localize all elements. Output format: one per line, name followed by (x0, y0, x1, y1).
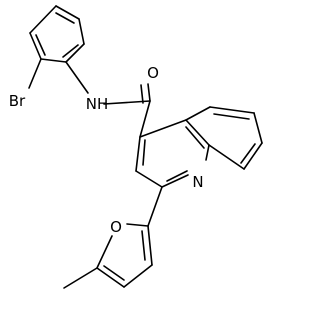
quinoline-pyridine-ring (135, 119, 210, 188)
carbonyl-oxygen-label: O (147, 64, 159, 82)
quinoline-furan-bond (147, 186, 163, 227)
furan-ring (96, 223, 153, 288)
structure-canvas: Br NH O N O (8, 5, 263, 289)
c-br-bond (28, 58, 42, 89)
ring-nh-bond (65, 61, 89, 94)
methyl-bond (63, 267, 98, 289)
carbonyl-double-bond (140, 83, 151, 104)
furan-oxygen-label: O (110, 218, 122, 236)
quinoline-benzo-ring (185, 106, 263, 170)
quinoline-nitrogen-label: N (192, 173, 203, 191)
amide-nitrogen-label: NH (86, 95, 109, 113)
carbonyl-quinoline-bond (139, 100, 151, 138)
bromophenyl-ring (29, 5, 85, 63)
bromine-label: Br (9, 92, 26, 110)
chemical-structure: Br NH O N O (9, 5, 263, 289)
